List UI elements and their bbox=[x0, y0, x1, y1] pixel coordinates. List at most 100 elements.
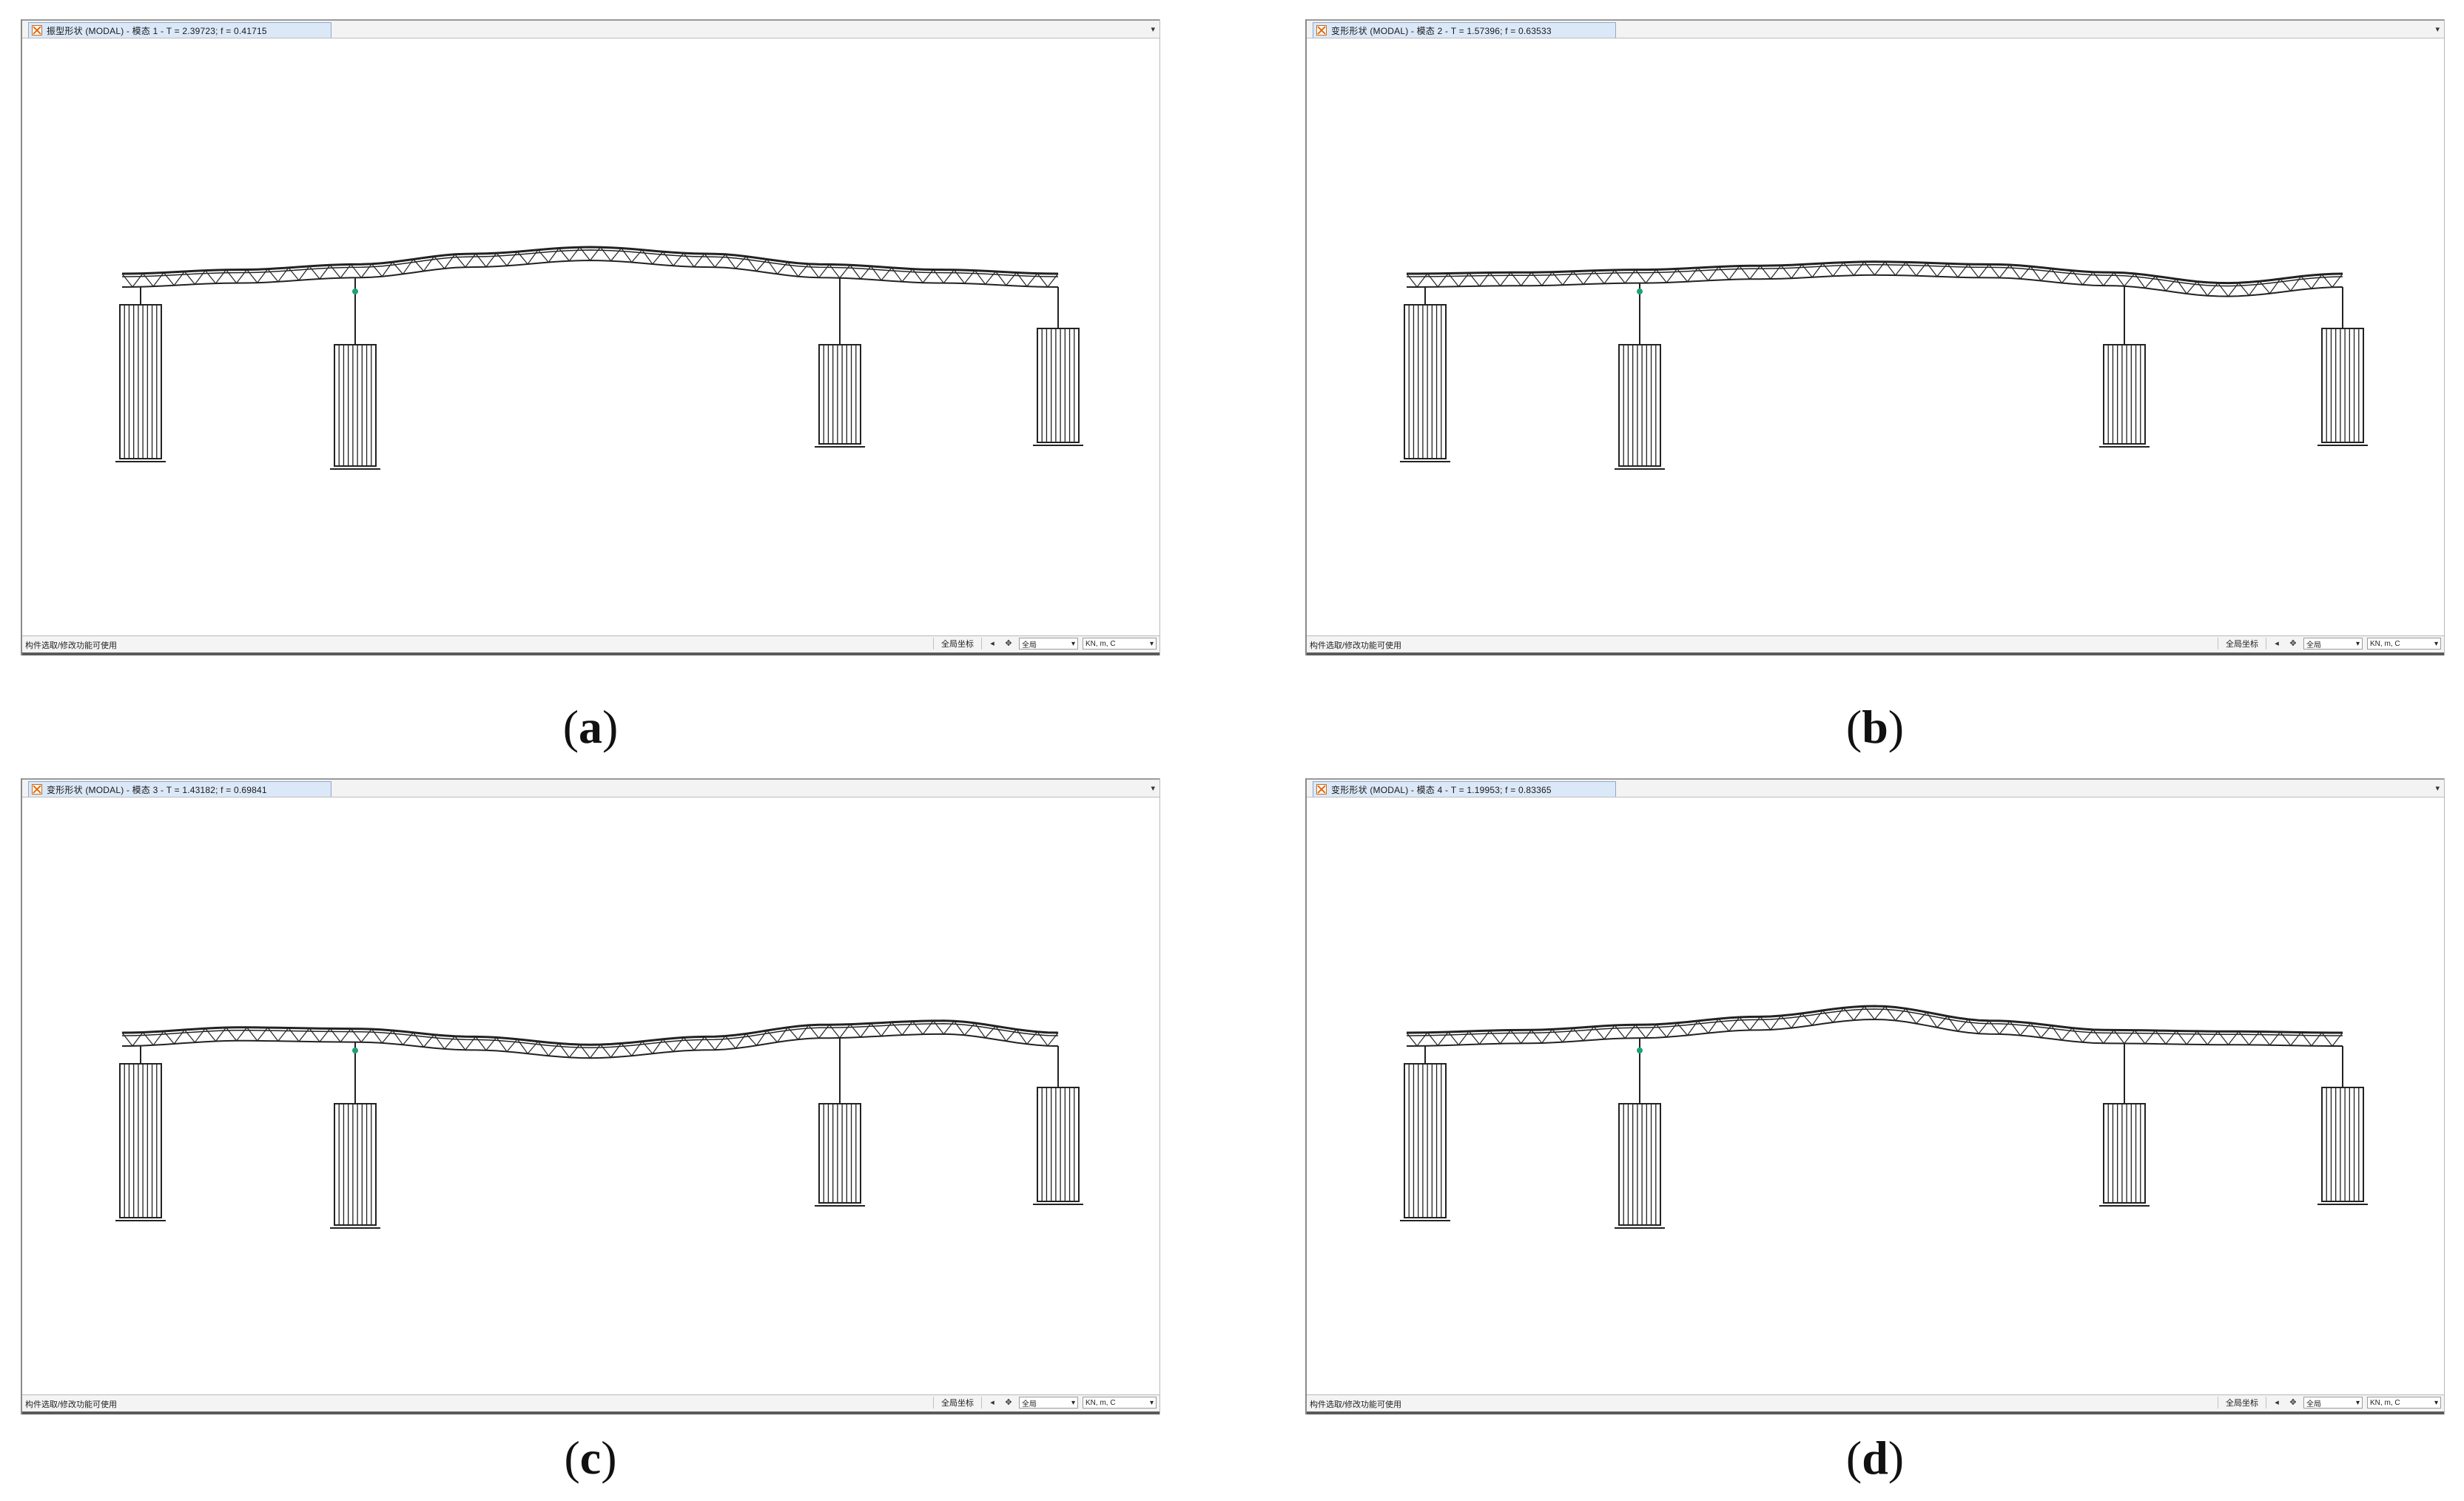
truss-diagonal bbox=[1521, 1029, 1532, 1044]
truss-diagonal bbox=[985, 1025, 997, 1039]
truss-diagonal bbox=[1427, 1032, 1438, 1046]
status-message: 构件选取/修改功能可使用 bbox=[25, 1400, 118, 1409]
pier bbox=[2317, 1046, 2368, 1205]
truss-diagonal bbox=[808, 1025, 820, 1039]
unit-select-value: KN, m, C bbox=[1085, 1398, 1116, 1407]
truss-diagonal bbox=[683, 252, 695, 268]
truss-diagonal bbox=[2290, 1032, 2302, 1046]
truss-diagonal bbox=[444, 1036, 456, 1050]
truss-diagonal bbox=[329, 264, 341, 279]
truss-diagonal bbox=[2082, 271, 2094, 286]
truss-diagonal bbox=[1926, 262, 1938, 277]
move-icon[interactable]: ✥ bbox=[2289, 639, 2297, 648]
model-viewport[interactable] bbox=[1307, 797, 2444, 1389]
pier-column bbox=[1037, 328, 1080, 443]
pier-column bbox=[2103, 344, 2146, 445]
window-tab[interactable]: 变形形状 (MODAL) - 模态 3 - T = 1.43182; f = 0… bbox=[28, 781, 331, 797]
move-icon[interactable]: ✥ bbox=[1005, 1398, 1012, 1407]
truss-diagonal bbox=[2186, 1031, 2198, 1045]
truss-diagonal bbox=[371, 1028, 383, 1044]
arrow-left-icon[interactable]: ◂ bbox=[2275, 1398, 2279, 1407]
truss-diagonal bbox=[1791, 1013, 1802, 1028]
unit-select[interactable]: KN, m, C ▾ bbox=[1083, 1397, 1157, 1409]
unit-select[interactable]: KN, m, C▾ bbox=[2367, 638, 2441, 650]
status-controls: 全局坐标 ◂ ✥ 全局▾ KN, m, C▾ bbox=[2218, 638, 2441, 650]
view-select[interactable]: 全局▾ bbox=[2303, 638, 2363, 650]
truss-diagonal bbox=[943, 269, 955, 283]
truss-diagonal bbox=[995, 271, 1007, 286]
truss-diagonal bbox=[1458, 1031, 1470, 1045]
status-controls: 全局坐标 ◂ ✥ 全局▾ KN, m, C▾ bbox=[2218, 1397, 2441, 1409]
window-tab[interactable]: 变形形状 (MODAL) - 模态 4 - T = 1.19953; f = 0… bbox=[1313, 781, 1616, 797]
deck-top-chord-inner bbox=[121, 1023, 1059, 1048]
view-select[interactable]: 全局▾ bbox=[2303, 1397, 2363, 1409]
deck-top-chord bbox=[121, 246, 1059, 275]
truss-diagonal bbox=[1853, 261, 1865, 276]
move-icon[interactable]: ✥ bbox=[1005, 639, 1012, 648]
truss-diagonal bbox=[2207, 1031, 2218, 1045]
coordinate-system-label: 全局坐标 bbox=[933, 638, 982, 650]
truss-diagonal bbox=[454, 254, 466, 268]
truss-diagonal bbox=[964, 270, 976, 284]
model-viewport[interactable] bbox=[22, 797, 1159, 1389]
window-title: 振型形状 (MODAL) - 模态 1 - T = 2.39723; f = 0… bbox=[47, 25, 267, 36]
truss-diagonal bbox=[1739, 266, 1751, 280]
truss-diagonal bbox=[1416, 1032, 1428, 1047]
view-select[interactable]: 全局▾ bbox=[1019, 1397, 1078, 1409]
truss-diagonal bbox=[787, 1027, 799, 1040]
bridge-model-drawing bbox=[115, 1019, 1083, 1229]
arrow-left-icon[interactable]: ◂ bbox=[990, 639, 994, 648]
truss-diagonal bbox=[194, 270, 206, 285]
arrow-left-icon[interactable]: ◂ bbox=[2275, 639, 2279, 648]
window-tab[interactable]: 变形形状 (MODAL) - 模态 2 - T = 1.57396; f = 0… bbox=[1313, 22, 1616, 38]
truss-diagonal bbox=[610, 248, 622, 262]
caption-letter: a bbox=[579, 701, 602, 753]
truss-diagonal bbox=[340, 1028, 351, 1042]
truss-diagonal bbox=[350, 264, 362, 278]
model-viewport[interactable] bbox=[1307, 38, 2444, 630]
truss-diagonal bbox=[142, 273, 154, 287]
truss-diagonal bbox=[2175, 1031, 2187, 1045]
move-icon[interactable]: ✥ bbox=[2289, 1398, 2297, 1407]
truss-diagonal bbox=[2009, 264, 2021, 280]
unit-select[interactable]: KN, m, C▾ bbox=[2367, 1397, 2441, 1409]
truss-diagonal bbox=[870, 266, 882, 281]
chevron-down-icon[interactable]: ▾ bbox=[2435, 784, 2440, 793]
chevron-down-icon[interactable]: ▾ bbox=[1151, 25, 1155, 34]
window-title: 变形形状 (MODAL) - 模态 2 - T = 1.57396; f = 0… bbox=[1331, 25, 1552, 36]
view-select[interactable]: 全局▾ bbox=[1019, 638, 1078, 650]
truss-diagonal bbox=[1885, 261, 1896, 276]
analysis-window: 变形形状 (MODAL) - 模态 2 - T = 1.57396; f = 0… bbox=[1305, 19, 2445, 655]
truss-diagonal bbox=[1874, 261, 1886, 276]
app-icon bbox=[1316, 784, 1327, 795]
truss-diagonal bbox=[1655, 269, 1667, 283]
truss-diagonal bbox=[2227, 1031, 2239, 1045]
truss-diagonal bbox=[2196, 1031, 2208, 1045]
truss-diagonal bbox=[891, 267, 903, 283]
truss-diagonal bbox=[2155, 1030, 2167, 1045]
truss-diagonal bbox=[1885, 1006, 1896, 1021]
chevron-down-icon[interactable]: ▾ bbox=[2435, 25, 2440, 34]
truss-diagonal bbox=[1728, 266, 1740, 280]
truss-diagonal bbox=[2217, 283, 2229, 297]
truss-diagonal bbox=[652, 1039, 664, 1054]
deck-top-chord bbox=[1407, 260, 2343, 285]
truss-diagonal bbox=[787, 261, 799, 277]
arrow-left-icon[interactable]: ◂ bbox=[990, 1398, 994, 1407]
truss-diagonal bbox=[673, 1037, 684, 1052]
truss-diagonal bbox=[1832, 262, 1844, 277]
model-viewport[interactable] bbox=[22, 38, 1159, 630]
truss-diagonal bbox=[1936, 263, 1948, 277]
truss-diagonal bbox=[881, 1022, 892, 1036]
truss-diagonal bbox=[1801, 1013, 1813, 1026]
truss-diagonal bbox=[475, 1036, 487, 1051]
chevron-down-icon: ▾ bbox=[1149, 1398, 1154, 1407]
truss-diagonal bbox=[1635, 269, 1646, 283]
unit-select[interactable]: KN, m, C▾ bbox=[1083, 638, 1157, 650]
window-tab[interactable]: 振型形状 (MODAL) - 模态 1 - T = 2.39723; f = 0… bbox=[28, 22, 331, 38]
caption-a: (a) bbox=[562, 701, 619, 753]
chevron-down-icon[interactable]: ▾ bbox=[1151, 784, 1155, 793]
truss-diagonal bbox=[2280, 1031, 2292, 1046]
truss-diagonal bbox=[2249, 280, 2261, 296]
truss-diagonal bbox=[558, 1043, 570, 1058]
